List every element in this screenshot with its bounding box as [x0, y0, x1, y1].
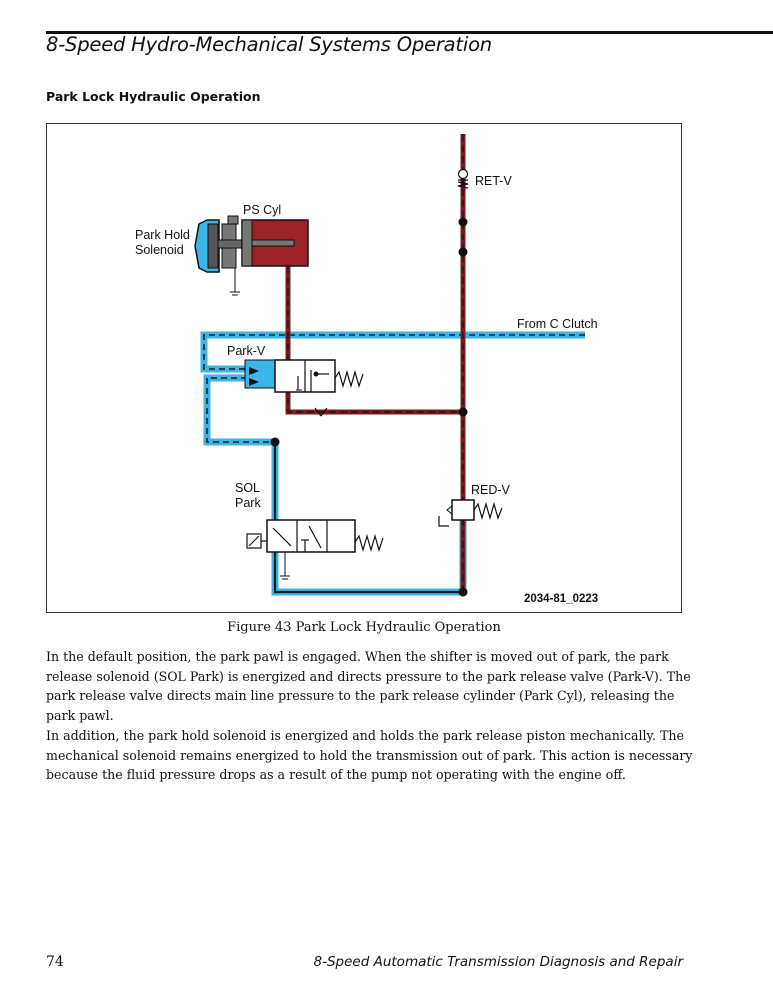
figure-caption: Figure 43 Park Lock Hydraulic Operation	[227, 620, 501, 635]
figure-code-label: 2034-81_0223	[524, 593, 598, 605]
body-paragraph-2: In addition, the park hold solenoid is e…	[46, 728, 693, 782]
hydraulic-schematic: RET-V PS Cyl Park Hold Solenoid From C C…	[135, 134, 598, 605]
sol-park-label-line1: SOL	[235, 481, 260, 495]
ret-v-label: RET-V	[475, 174, 512, 188]
red-v-label: RED-V	[471, 483, 511, 497]
park-hold-label-line1: Park Hold	[135, 228, 190, 242]
red-v-valve-symbol	[438, 499, 503, 527]
sol-park-valve-symbol	[246, 519, 384, 580]
body-paragraph-1: In the default position, the park pawl i…	[46, 649, 691, 723]
park-hold-solenoid-symbol	[194, 215, 247, 296]
ps-cylinder-symbol	[241, 219, 309, 267]
sol-park-label-line2: Park	[235, 496, 261, 510]
park-v-label: Park-V	[227, 344, 266, 358]
page-header-title: 8-Speed Hydro-Mechanical Systems Operati…	[46, 33, 492, 56]
hydraulic-diagram-figure: RET-V PS Cyl Park Hold Solenoid From C C…	[46, 123, 682, 613]
section-heading: Park Lock Hydraulic Operation	[46, 89, 261, 104]
from-c-clutch-label: From C Clutch	[517, 317, 598, 331]
footer-title: 8-Speed Automatic Transmission Diagnosis…	[313, 954, 683, 970]
ps-cyl-label: PS Cyl	[243, 203, 281, 217]
ret-v-valve-symbol	[457, 168, 469, 189]
page-number: 74	[46, 954, 64, 970]
park-v-valve-symbol	[244, 359, 364, 393]
junction-dots	[270, 217, 468, 597]
header-rule	[46, 31, 773, 34]
park-hold-label-line2: Solenoid	[135, 243, 184, 257]
